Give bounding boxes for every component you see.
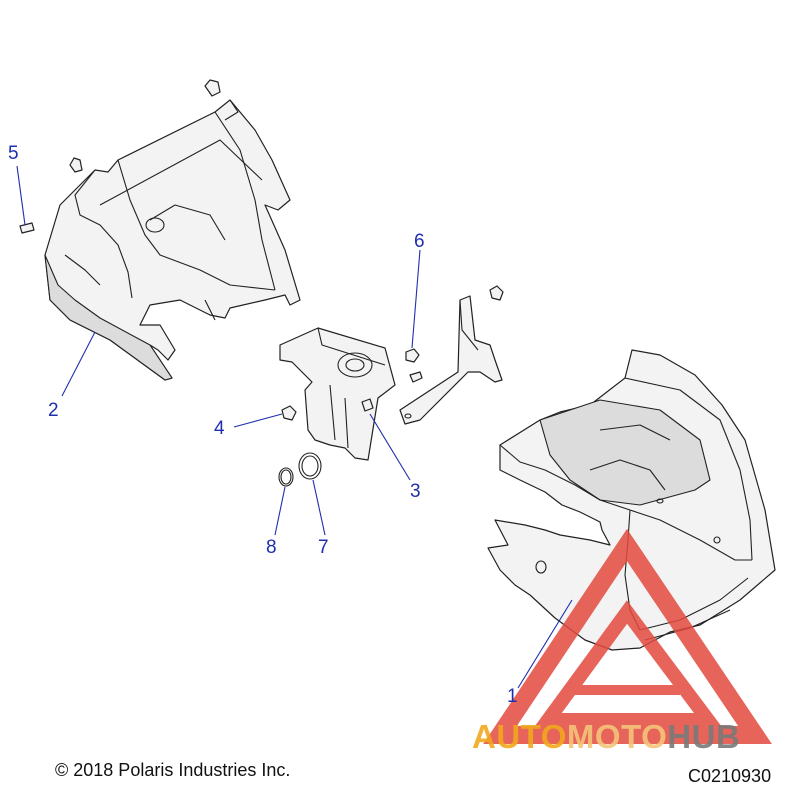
- callout-2: 2: [48, 400, 59, 421]
- callout-labels: 1 2 3 4 5 6 7 8: [8, 143, 518, 707]
- callout-8: 8: [266, 537, 277, 558]
- leader-lines: [16, 165, 573, 689]
- ring-8: [278, 467, 294, 487]
- leader-5: [16, 165, 26, 226]
- watermark-logo: [483, 528, 772, 744]
- clip-right: [489, 285, 504, 301]
- copyright-notice: © 2018 Polaris Industries Inc.: [55, 760, 291, 780]
- screw-3: [361, 398, 374, 412]
- watermark-auto: AUTO: [472, 718, 567, 755]
- leader-7: [312, 479, 326, 536]
- watermark-moto: MOTO: [567, 718, 667, 755]
- leader-3: [369, 413, 411, 481]
- leader-8: [274, 486, 286, 536]
- watermark-text: AUTOMOTOHUB: [472, 718, 740, 755]
- callout-6: 6: [414, 231, 425, 252]
- screw-5: [19, 222, 35, 234]
- leader-1: [517, 599, 573, 689]
- leader-4: [233, 413, 283, 428]
- screw-bracket: [409, 371, 423, 383]
- callout-7: 7: [318, 537, 329, 558]
- part-2-upper-pod: [44, 99, 301, 381]
- leader-2: [61, 331, 96, 397]
- nut-6: [405, 348, 420, 363]
- leader-6: [411, 249, 421, 349]
- watermark-hub: HUB: [667, 718, 740, 755]
- clip-top: [204, 79, 221, 97]
- callout-5: 5: [8, 143, 19, 164]
- clip-left: [69, 157, 83, 173]
- ring-7: [298, 452, 322, 480]
- clip-4: [281, 405, 297, 421]
- callout-1: 1: [507, 686, 518, 707]
- drawing-id: C0210930: [688, 766, 772, 786]
- callout-4: 4: [214, 418, 225, 439]
- part-1-lower-housing: [487, 349, 776, 651]
- callout-3: 3: [410, 481, 421, 502]
- mounting-bracket: [279, 295, 503, 461]
